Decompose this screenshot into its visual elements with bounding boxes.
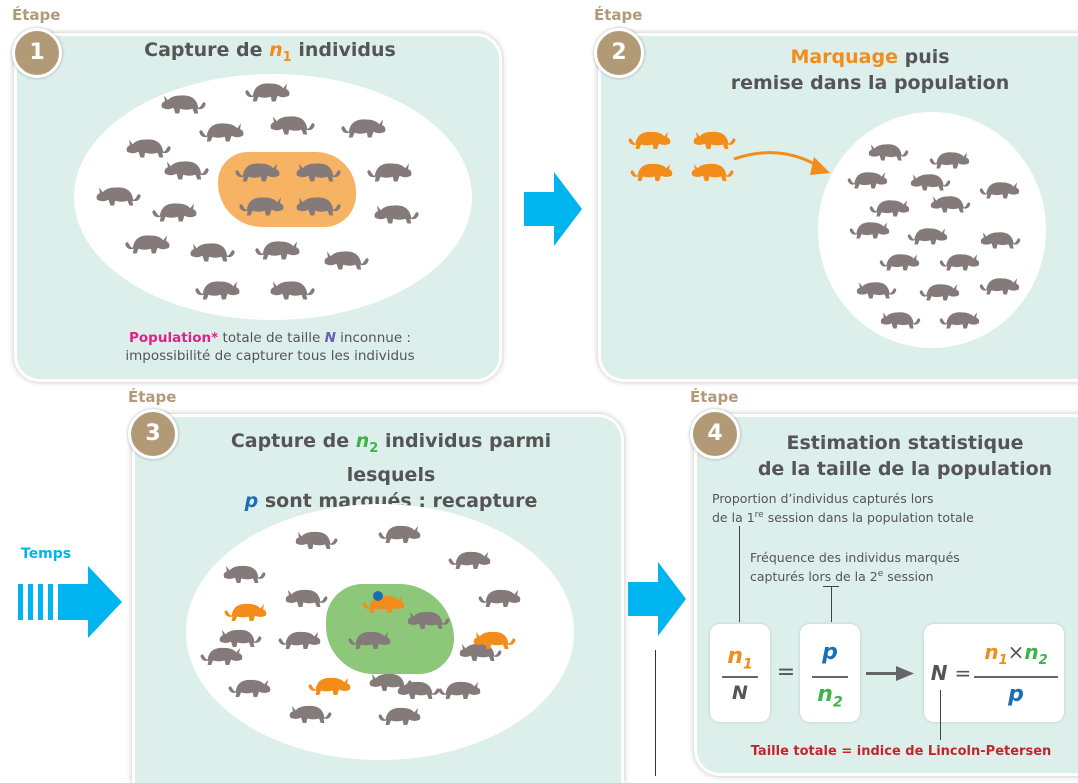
- fraction-N: N: [732, 682, 748, 704]
- divider-line: [655, 650, 656, 776]
- note-proportion: Proportion d’individus capturés lors de …: [712, 491, 974, 526]
- pointer-line-2: [831, 586, 832, 622]
- implies-arrow: [866, 666, 914, 681]
- result-label: Taille totale = indice de Lincoln-Peters…: [750, 744, 1052, 759]
- fraction-bar-3: [974, 676, 1058, 678]
- time-arrow: [18, 566, 122, 638]
- pointer-line-1: [739, 526, 740, 622]
- fraction-p: p: [822, 640, 838, 665]
- equals-sign: =: [776, 660, 796, 685]
- next-arrow-2: [628, 562, 686, 636]
- step1-capture-zone: [218, 152, 356, 227]
- step1-caption: Population* totale de taille N inconnue …: [125, 330, 415, 364]
- result-numerator: n1×n2: [984, 640, 1048, 668]
- etape-label-1: Étape: [12, 6, 61, 24]
- step2-population-oval: [818, 112, 1046, 348]
- step4-badge: 4: [690, 409, 740, 459]
- pointer-line-2-cap: [823, 586, 839, 587]
- etape-label-3: Étape: [128, 388, 177, 406]
- step2-title: Marquage puis remise dans la population: [730, 46, 1010, 94]
- fraction-n2: n2: [817, 682, 843, 711]
- etape-label-2: Étape: [594, 6, 643, 24]
- time-label: Temps: [21, 546, 72, 562]
- result-card: [924, 624, 1064, 722]
- fraction-n1: n1: [727, 644, 753, 673]
- next-arrow-1: [524, 172, 582, 246]
- pointer-line-3: [940, 690, 941, 740]
- step1-badge: 1: [12, 28, 62, 78]
- etape-label-4: Étape: [690, 388, 739, 406]
- result-p: p: [1008, 682, 1024, 707]
- step3-badge: 3: [128, 409, 178, 459]
- step3-title: Capture de n2 individus parmi lesquels p…: [230, 430, 552, 512]
- step2-badge: 2: [594, 28, 644, 78]
- fraction-card-p-over-n2: [800, 624, 860, 722]
- release-arrow: [733, 151, 830, 175]
- result-N: N =: [930, 661, 972, 685]
- step3-recapture-zone: [326, 584, 454, 674]
- note-frequency: Fréquence des individus marqués capturés…: [750, 550, 960, 585]
- step1-title: Capture de n1 individus: [144, 39, 396, 65]
- fraction-card-n1-over-N: [710, 624, 770, 722]
- step4-title: Estimation statistique de la taille de l…: [757, 432, 1053, 480]
- fraction-bar-2: [812, 676, 848, 678]
- fraction-bar-1: [722, 676, 758, 678]
